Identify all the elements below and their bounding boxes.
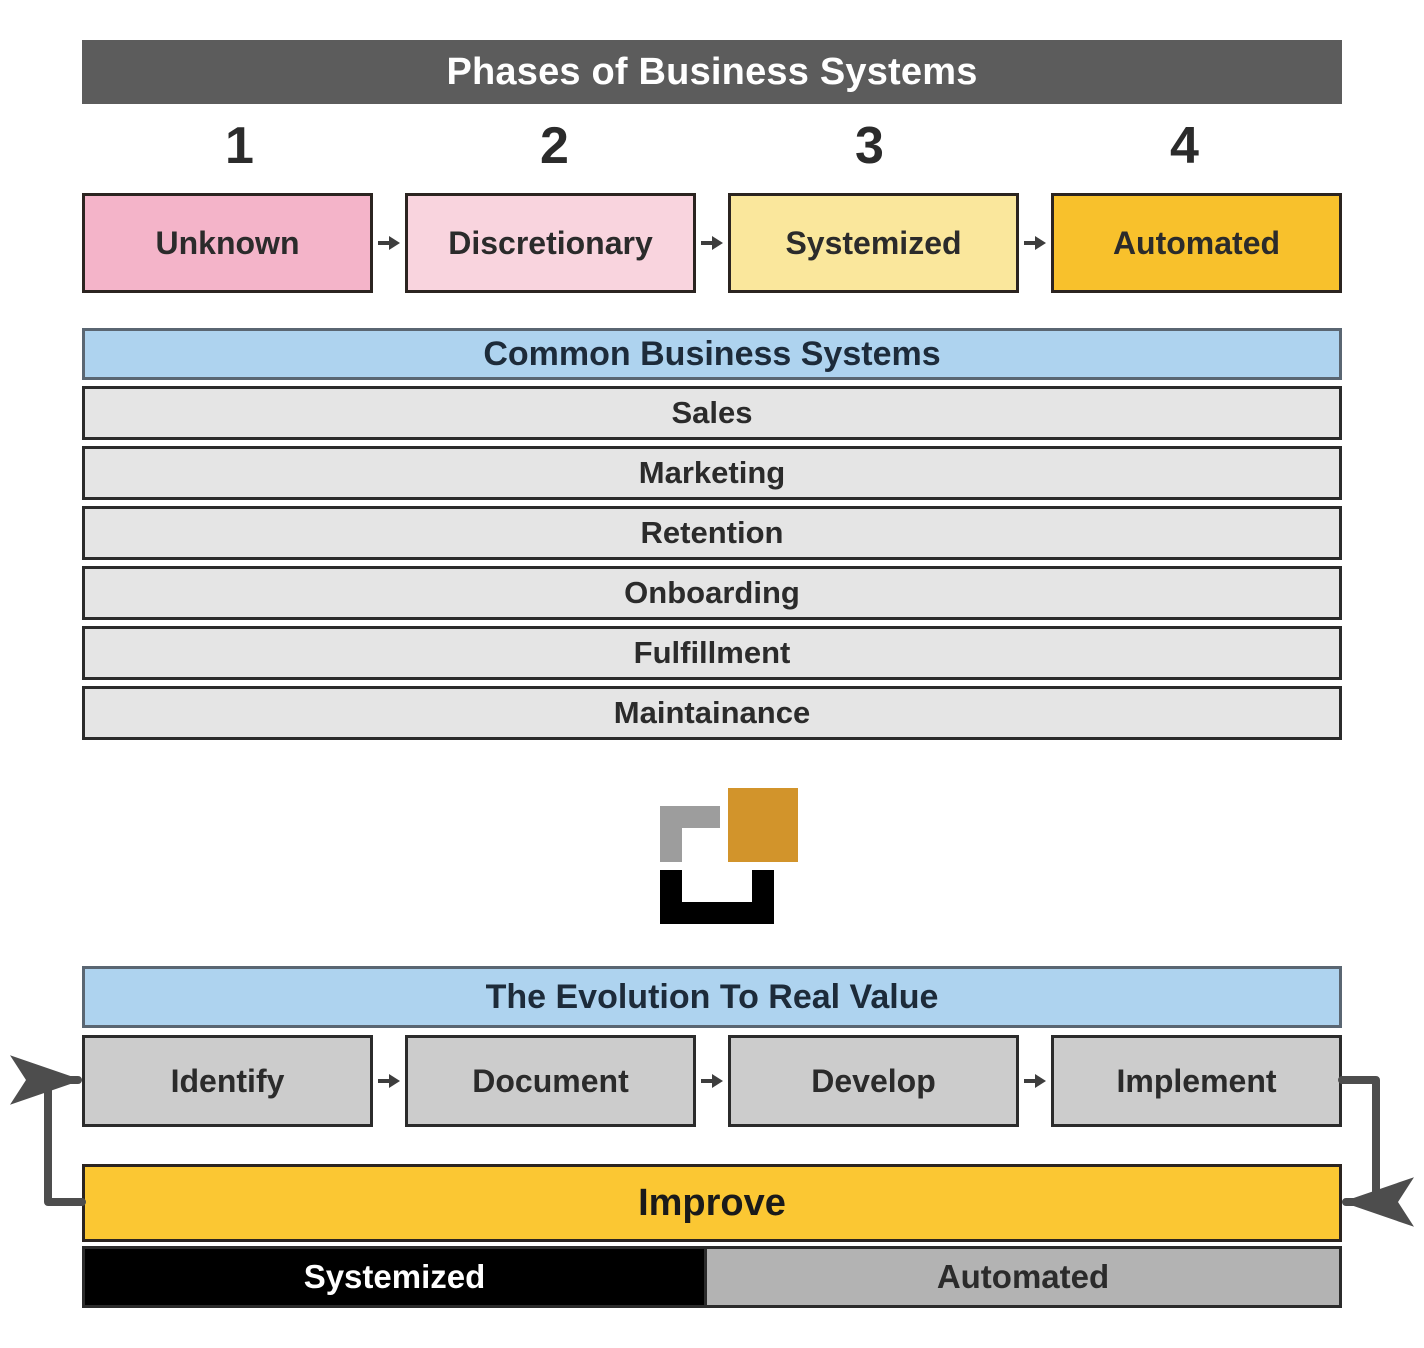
phase-number-cell-4: 4 bbox=[1027, 115, 1342, 177]
phase-number-cell-2: 2 bbox=[397, 115, 712, 177]
evolution-step-document[interactable]: Document bbox=[405, 1035, 696, 1127]
arrow-right-icon bbox=[1024, 236, 1046, 250]
phase-arrow-3 bbox=[1019, 193, 1051, 293]
maturity-split-bar: Systemized Automated bbox=[82, 1246, 1342, 1308]
evolution-label-develop: Develop bbox=[811, 1062, 936, 1099]
phase-label-automated: Automated bbox=[1112, 224, 1281, 261]
phase-label-unknown: Unknown bbox=[155, 224, 300, 261]
phase-number-cell-3: 3 bbox=[712, 115, 1027, 177]
phase-number-2: 2 bbox=[540, 117, 569, 175]
maturity-segment-automated[interactable]: Automated bbox=[706, 1249, 1339, 1305]
list-item[interactable]: Sales bbox=[82, 386, 1342, 440]
phase-number-cell-1: 1 bbox=[82, 115, 397, 177]
maturity-segment-systemized[interactable]: Systemized bbox=[85, 1249, 707, 1305]
system-label-sales: Sales bbox=[671, 395, 753, 430]
system-label-onboarding: Onboarding bbox=[624, 575, 800, 610]
system-label-marketing: Marketing bbox=[638, 455, 786, 490]
page-title: Phases of Business Systems bbox=[446, 50, 978, 93]
phase-number-row: 1 2 3 4 bbox=[82, 115, 1342, 177]
phase-box-row: Unknown Discretionary Systemized Automat… bbox=[82, 193, 1342, 293]
phase-arrow-1 bbox=[373, 193, 405, 293]
list-item[interactable]: Marketing bbox=[82, 446, 1342, 500]
phase-box-discretionary[interactable]: Discretionary bbox=[405, 193, 696, 293]
phase-number-3: 3 bbox=[855, 117, 884, 175]
phase-number-1: 1 bbox=[225, 117, 254, 175]
system-label-retention: Retention bbox=[640, 515, 784, 550]
list-item[interactable]: Onboarding bbox=[82, 566, 1342, 620]
phase-box-unknown[interactable]: Unknown bbox=[82, 193, 373, 293]
evolution-header: The Evolution To Real Value bbox=[82, 966, 1342, 1028]
evolution-title: The Evolution To Real Value bbox=[485, 977, 939, 1016]
evolution-arrow-2 bbox=[696, 1035, 728, 1127]
phase-label-systemized: Systemized bbox=[785, 224, 962, 261]
improve-bar[interactable]: Improve bbox=[82, 1164, 1342, 1242]
common-business-systems-header: Common Business Systems bbox=[82, 328, 1342, 380]
common-business-systems-block: Common Business Systems Sales Marketing … bbox=[82, 328, 1342, 740]
phase-box-automated[interactable]: Automated bbox=[1051, 193, 1342, 293]
list-item[interactable]: Fulfillment bbox=[82, 626, 1342, 680]
page-title-bar: Phases of Business Systems bbox=[82, 40, 1342, 104]
evolution-step-identify[interactable]: Identify bbox=[82, 1035, 373, 1127]
improve-label: Improve bbox=[638, 1181, 786, 1224]
evolution-step-row: Identify Document Develop Implement bbox=[82, 1035, 1342, 1127]
arrow-right-icon bbox=[701, 1074, 723, 1088]
evolution-label-document: Document bbox=[472, 1062, 629, 1099]
evolution-label-implement: Implement bbox=[1116, 1062, 1277, 1099]
list-item[interactable]: Maintainance bbox=[82, 686, 1342, 740]
evolution-step-develop[interactable]: Develop bbox=[728, 1035, 1019, 1127]
list-item[interactable]: Retention bbox=[82, 506, 1342, 560]
phase-arrow-2 bbox=[696, 193, 728, 293]
maturity-label-automated: Automated bbox=[936, 1258, 1110, 1295]
arrow-right-icon bbox=[701, 236, 723, 250]
evolution-arrow-3 bbox=[1019, 1035, 1051, 1127]
evolution-arrow-1 bbox=[373, 1035, 405, 1127]
system-label-fulfillment: Fulfillment bbox=[633, 635, 791, 670]
phase-number-4: 4 bbox=[1170, 117, 1199, 175]
common-business-systems-title: Common Business Systems bbox=[483, 334, 941, 373]
system-label-maintainance: Maintainance bbox=[613, 695, 811, 730]
phase-box-systemized[interactable]: Systemized bbox=[728, 193, 1019, 293]
arrow-right-icon bbox=[1024, 1074, 1046, 1088]
evolution-step-implement[interactable]: Implement bbox=[1051, 1035, 1342, 1127]
arrow-right-icon bbox=[378, 236, 400, 250]
evolution-label-identify: Identify bbox=[170, 1062, 285, 1099]
phase-label-discretionary: Discretionary bbox=[448, 224, 653, 261]
arrow-right-icon bbox=[378, 1074, 400, 1088]
brand-logo-icon bbox=[656, 788, 800, 925]
maturity-label-systemized: Systemized bbox=[303, 1258, 486, 1295]
